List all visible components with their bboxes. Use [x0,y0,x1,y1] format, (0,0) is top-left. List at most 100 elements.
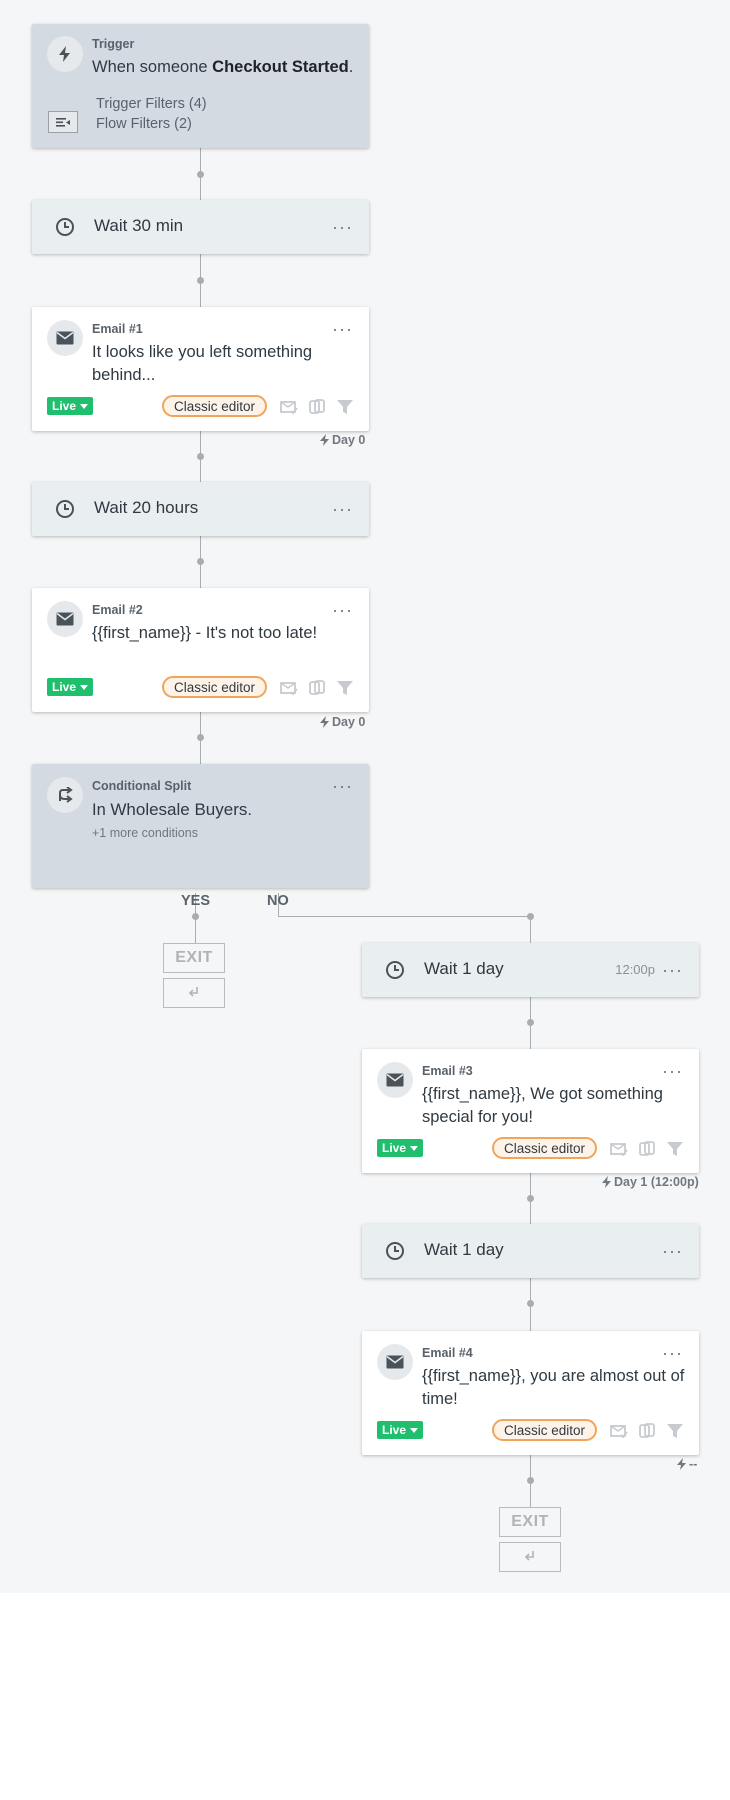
wait-label: Wait 30 min [94,216,184,235]
connector-dot [192,913,199,920]
more-menu-button[interactable]: ··· [332,319,353,339]
ab-test-icon[interactable] [638,1422,656,1440]
wait-label: Wait 20 hours [94,498,199,517]
email-tools [280,398,354,416]
clock-icon [377,952,413,988]
day-label: Day 0 [332,715,366,729]
email-preview-icon[interactable] [280,679,298,697]
envelope-icon [47,320,83,356]
status-dropdown[interactable]: Live [377,1139,424,1157]
filter-icon [48,111,78,133]
editor-badge[interactable]: Classic editor [492,1419,598,1441]
email-card[interactable]: Email #1 It looks like you left somethin… [32,307,369,431]
more-menu-button[interactable]: ··· [332,600,353,620]
wait-card[interactable]: Wait 1 day 12:00p ··· [362,943,699,997]
email-card[interactable]: Email #2 {{first_name}} - It's not too l… [32,588,369,712]
status-dropdown[interactable]: Live [47,397,94,415]
email-subject: {{first_name}}, you are almost out of ti… [422,1367,685,1408]
trigger-card[interactable]: Trigger When someone Checkout Started. T… [32,24,369,148]
wait-label: Wait 1 day [424,959,504,978]
connector-dot [197,734,204,741]
editor-badge[interactable]: Classic editor [492,1137,598,1159]
day-label: Day 1 (12:00p) [614,1175,699,1189]
split-segment: Wholesale Buyers [110,800,248,819]
caret-down-icon [80,403,89,409]
split-more-conditions: +1 more conditions [92,826,198,840]
trigger-kicker: Trigger [92,37,135,51]
day-tag: Day 0 [320,433,365,447]
wait-label: Wait 1 day [424,1240,504,1259]
more-menu-button[interactable]: ··· [662,960,683,980]
email-preview-icon[interactable] [610,1140,628,1158]
email-kicker: Email #3 [422,1064,473,1078]
ab-test-icon[interactable] [638,1140,656,1158]
email-subject: {{first_name}} - It's not too late! [92,624,318,642]
split-description: In Wholesale Buyers. [92,798,252,822]
wait-card[interactable]: Wait 20 hours ··· [32,482,369,536]
lightning-bolt-icon [320,434,329,446]
exit-node: EXIT [499,1507,561,1537]
more-menu-button[interactable]: ··· [332,217,353,237]
return-arrow-button[interactable] [499,1542,561,1572]
clock-icon [47,209,83,245]
status-label: Live [52,399,77,413]
connector-dot [527,1019,534,1026]
trigger-description: When someone Checkout Started. [92,56,353,79]
email-kicker: Email #4 [422,1346,473,1360]
editor-badge[interactable]: Classic editor [162,395,268,417]
return-arrow-icon [188,987,198,997]
conditional-split-card[interactable]: Conditional Split In Wholesale Buyers. +… [32,764,369,888]
connector-dot [527,1300,534,1307]
email-kicker: Email #1 [92,322,143,336]
funnel-icon[interactable] [336,398,354,416]
more-menu-button[interactable]: ··· [332,499,353,519]
day-label: -- [689,1457,698,1471]
funnel-icon[interactable] [666,1140,684,1158]
connector-dot [197,171,204,178]
email-subject: {{first_name}}, We got something special… [422,1085,663,1126]
status-label: Live [382,1423,407,1437]
editor-badge[interactable]: Classic editor [162,676,268,698]
caret-down-icon [410,1145,419,1151]
envelope-icon [47,601,83,637]
ab-test-icon[interactable] [308,398,326,416]
email-kicker: Email #2 [92,603,143,617]
more-menu-button[interactable]: ··· [662,1061,683,1081]
day-label: Day 0 [332,433,366,447]
status-label: Live [382,1141,407,1155]
email-card[interactable]: Email #3 {{first_name}}, We got somethin… [362,1049,699,1173]
day-tag: Day 0 [320,715,365,729]
connector-dot [527,1195,534,1202]
wait-card[interactable]: Wait 30 min ··· [32,200,369,254]
wait-card[interactable]: Wait 1 day ··· [362,1224,699,1278]
more-menu-button[interactable]: ··· [332,776,353,796]
return-arrow-icon [524,1551,534,1561]
connector-dot [197,453,204,460]
ab-test-icon[interactable] [308,679,326,697]
funnel-icon[interactable] [336,679,354,697]
flow-canvas: Trigger When someone Checkout Started. T… [32,24,699,1572]
caret-down-icon [410,1427,419,1433]
clock-icon [377,1233,413,1269]
split-prefix: In [92,801,111,819]
email-preview-icon[interactable] [610,1422,628,1440]
more-menu-button[interactable]: ··· [662,1343,683,1363]
trigger-filters-link[interactable]: Trigger Filters (4) [96,96,207,112]
wait-time: 12:00p [615,962,655,977]
funnel-icon[interactable] [666,1422,684,1440]
connector-dot [197,277,204,284]
day-tag: -- [677,1457,697,1471]
email-tools [280,679,354,697]
email-card[interactable]: Email #4 {{first_name}}, you are almost … [362,1331,699,1455]
connector [278,893,279,916]
email-preview-icon[interactable] [280,398,298,416]
more-menu-button[interactable]: ··· [662,1241,683,1261]
connector [278,916,531,917]
connector-dot [197,558,204,565]
return-arrow-button[interactable] [163,978,225,1008]
status-dropdown[interactable]: Live [377,1421,424,1439]
flow-filters-link[interactable]: Flow Filters (2) [96,116,192,132]
status-dropdown[interactable]: Live [47,678,94,696]
caret-down-icon [80,684,89,690]
status-label: Live [52,680,77,694]
